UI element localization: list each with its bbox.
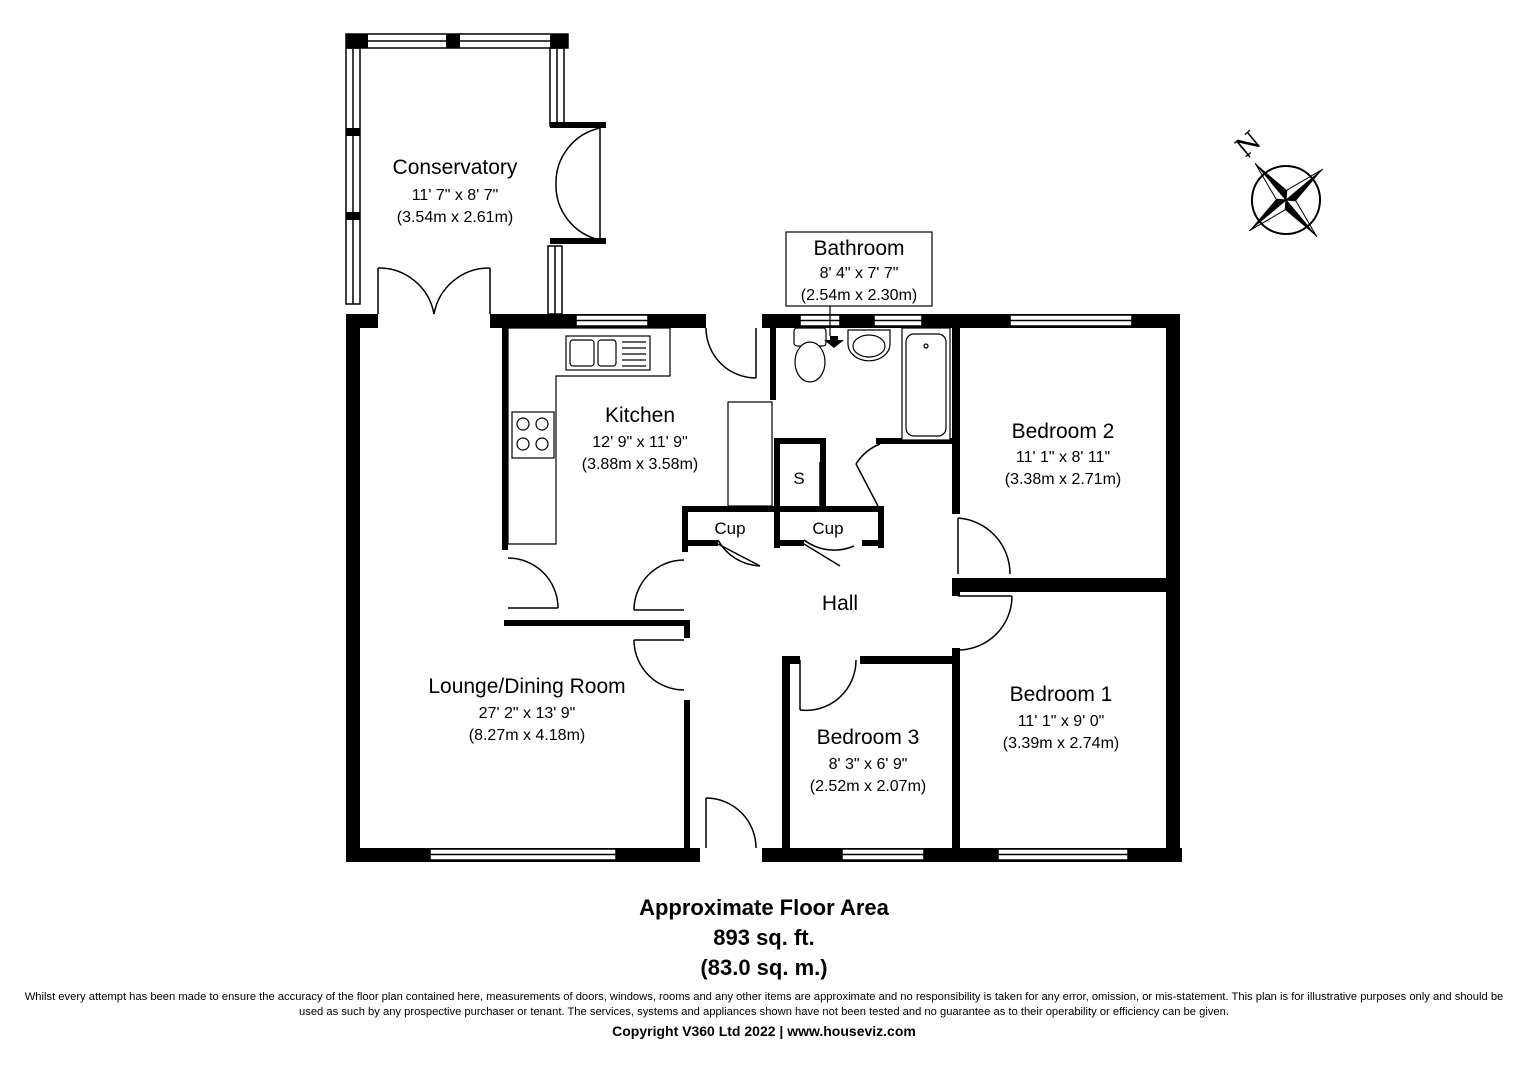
cupboard1-label: Cup [714, 519, 745, 538]
cupboard2-label: Cup [812, 519, 843, 538]
store-label: S [793, 469, 804, 488]
kitchen-imperial: 12' 9" x 11' 9" [592, 434, 687, 451]
door-swings [507, 327, 1013, 849]
compass-north-label: N [1230, 126, 1267, 164]
lounge-name: Lounge/Dining Room [428, 675, 625, 698]
exterior-walls [346, 314, 1182, 862]
bedroom2-name: Bedroom 2 [1012, 420, 1115, 443]
bedroom1-imperial: 11' 1" x 9' 0" [1018, 713, 1105, 730]
kitchen-fittings [507, 327, 773, 545]
lounge-metric: (8.27m x 4.18m) [469, 727, 585, 744]
bathroom-metric: (2.54m x 2.30m) [801, 287, 917, 304]
bathroom-label-box [785, 231, 933, 307]
copyright-text: Copyright V360 Ltd 2022 | www.houseviz.c… [612, 1023, 916, 1039]
bedroom3-name: Bedroom 3 [817, 726, 920, 749]
bedroom1-name: Bedroom 1 [1010, 683, 1113, 706]
floor-area-sqft: 893 sq. ft. [713, 925, 815, 950]
bedroom2-imperial: 11' 1" x 8' 11" [1016, 449, 1110, 466]
bedroom1-metric: (3.39m x 2.74m) [1003, 735, 1119, 752]
conservatory-imperial: 11' 7" x 8' 7" [412, 187, 499, 204]
kitchen-name: Kitchen [605, 404, 675, 427]
bathroom-imperial: 8' 4" x 7' 7" [820, 265, 899, 282]
disclaimer-text: Whilst every attempt has been made to en… [24, 991, 1504, 1018]
floor-area-summary: Approximate Floor Area 893 sq. ft. (83.0… [0, 893, 1528, 983]
conservatory-frame-posts [346, 34, 606, 244]
bathroom-name: Bathroom [813, 237, 904, 260]
floor-area-sqm: (83.0 sq. m.) [700, 955, 828, 980]
conservatory-doors [377, 127, 601, 315]
lounge-imperial: 27' 2" x 13' 9" [479, 705, 576, 722]
bedroom3-imperial: 8' 3" x 6' 9" [829, 756, 908, 773]
floor-area-title: Approximate Floor Area [639, 895, 889, 920]
bathroom-fittings [793, 327, 951, 441]
room-labels: Conservatory 11' 7" x 8' 7" (3.54m x 2.6… [393, 156, 1122, 795]
kitchen-metric: (3.88m x 3.58m) [582, 456, 698, 473]
windows [429, 314, 1133, 861]
bedroom3-metric: (2.52m x 2.07m) [810, 778, 926, 795]
conservatory-metric: (3.54m x 2.61m) [397, 209, 513, 226]
hall-name: Hall [822, 592, 858, 615]
compass-rose-icon [1237, 142, 1324, 238]
bedroom2-metric: (3.38m x 2.71m) [1005, 471, 1121, 488]
soil-stack-arrow [824, 336, 844, 348]
conservatory-name: Conservatory [393, 156, 518, 179]
